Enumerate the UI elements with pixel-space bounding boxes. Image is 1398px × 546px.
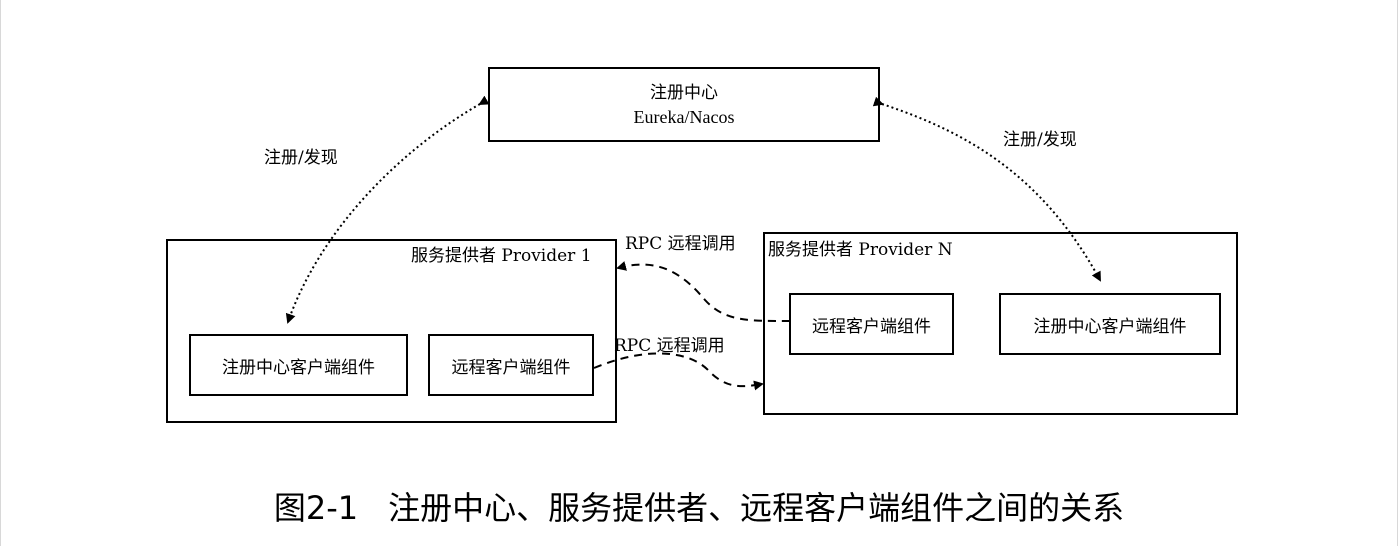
provider-1-registry-client-box: 注册中心客户端组件 [189, 334, 408, 396]
provider-1-remote-client-label: 远程客户端组件 [451, 357, 571, 378]
provider-n-registry-client-box: 注册中心客户端组件 [999, 293, 1221, 355]
registry-box: 注册中心 Eureka/Nacos [488, 67, 880, 142]
provider-n-remote-client-label: 远程客户端组件 [812, 316, 931, 337]
rpc-bottom-label: RPC 远程调用 [614, 336, 725, 356]
left-register-discover-label: 注册/发现 [264, 148, 338, 168]
figure-caption: 图2-1 注册中心、服务提供者、远程客户端组件之间的关系 [0, 488, 1398, 528]
provider-1-box [166, 239, 617, 423]
left-register-discover-arrow [285, 95, 490, 324]
registry-title: 注册中心 [650, 82, 718, 103]
provider-1-registry-client-label: 注册中心客户端组件 [222, 357, 375, 378]
right-register-discover-label: 注册/发现 [1003, 130, 1077, 150]
registry-subtitle: Eureka/Nacos [633, 106, 735, 127]
rpc-call-arrow-to-provider-n [593, 352, 764, 391]
rpc-top-label: RPC 远程调用 [625, 234, 736, 254]
provider-1-title: 服务提供者 Provider 1 [411, 246, 592, 266]
rpc-call-arrow-to-provider-1 [616, 261, 791, 323]
provider-1-remote-client-box: 远程客户端组件 [428, 334, 594, 396]
right-register-discover-arrow [872, 96, 1101, 282]
provider-n-registry-client-label: 注册中心客户端组件 [1033, 316, 1187, 337]
left-border-line [0, 0, 1, 546]
figure-number: 图2-1 [273, 489, 359, 527]
provider-n-box [763, 232, 1238, 415]
figure-caption-text: 注册中心、服务提供者、远程客户端组件之间的关系 [388, 489, 1125, 527]
provider-n-title: 服务提供者 Provider N [768, 240, 953, 260]
provider-n-remote-client-box: 远程客户端组件 [789, 293, 954, 355]
